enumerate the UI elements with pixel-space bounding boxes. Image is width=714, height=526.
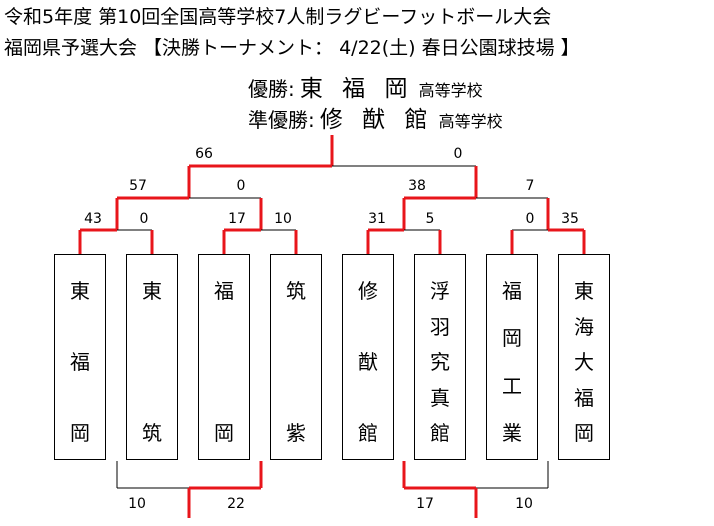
champion-suffix: 高等学校: [418, 81, 483, 100]
team-box: 浮羽究真館: [414, 254, 466, 460]
team-name-char: 館: [358, 421, 378, 445]
runner-up-suffix: 高等学校: [438, 112, 503, 131]
team-name-char: 筑: [286, 279, 306, 303]
team-box: 東福岡: [54, 254, 106, 460]
score-playoff-right-left: 17: [416, 496, 434, 512]
score-final-left: 66: [195, 146, 213, 162]
score-final-right: 0: [454, 146, 463, 162]
team-box: 筑紫: [270, 254, 322, 460]
score-qf2-left: 17: [228, 211, 246, 227]
team-name-char: 海: [574, 314, 594, 339]
team-name-char: 猷: [358, 350, 378, 374]
team-name-char: 究: [430, 350, 450, 374]
team-name-char: 羽: [430, 314, 450, 339]
score-qf3-left: 31: [368, 211, 386, 227]
score-qf1-right: 0: [140, 211, 149, 227]
team-name-char: 岡: [502, 326, 522, 351]
quarter-final-3: 31 5: [366, 211, 442, 254]
team-name-char: 岡: [70, 421, 90, 445]
score-qf4-right: 35: [561, 211, 579, 227]
quarter-final-1: 43 0: [78, 211, 154, 254]
team-name-char: 真: [430, 385, 450, 410]
team-name-char: 福: [214, 279, 234, 303]
team-box: 修猷館: [342, 254, 394, 460]
title-line-1: 令和5年度 第10回全国高等学校7人制ラグビーフットボール大会: [4, 6, 552, 28]
runner-up-line: 準優勝: 修 猷 館 高等学校: [248, 100, 503, 134]
team-name-char: 工: [502, 373, 522, 398]
score-playoff-left-left: 10: [128, 496, 146, 512]
score-playoff-left-right: 22: [227, 496, 245, 512]
team-name-char: 業: [502, 421, 522, 445]
team-name-char: 福: [70, 350, 90, 374]
score-semi-left-right: 0: [237, 178, 246, 194]
score-qf2-right: 10: [274, 211, 292, 227]
score-semi-left-left: 57: [129, 178, 147, 194]
title-line-2: 福岡県予選大会 【決勝トーナメント： 4/22(土) 春日公園球技場 】: [4, 37, 580, 59]
team-name-char: 修: [358, 279, 378, 303]
team-name-char: 東: [574, 279, 594, 303]
quarter-final-4: 0 35: [510, 211, 586, 254]
score-playoff-right-right: 10: [515, 496, 533, 512]
team-name-char: 岡: [574, 421, 594, 445]
champion-line: 優勝: 東 福 岡 高等学校: [248, 69, 483, 103]
semi-final-left: 57 0: [115, 178, 263, 230]
quarter-final-2: 17 10: [222, 211, 298, 254]
team-name-char: 岡: [214, 421, 234, 445]
semi-final-right: 38 7: [402, 178, 550, 230]
team-name-char: 紫: [286, 421, 306, 445]
champion-label: 優勝:: [248, 77, 295, 101]
team-box: 東筑: [126, 254, 178, 460]
score-semi-right-right: 7: [526, 178, 535, 194]
runner-up-label: 準優勝:: [248, 108, 315, 132]
playoff-right: 17 10: [402, 461, 549, 518]
team-name-char: 福: [574, 385, 594, 410]
score-qf3-right: 5: [426, 211, 435, 227]
team-name-char: 浮: [430, 279, 450, 303]
team-name-char: 筑: [142, 421, 162, 445]
score-qf4-left: 0: [526, 211, 535, 227]
team-name-char: 福: [502, 279, 522, 303]
team-name-char: 館: [430, 421, 450, 445]
runner-up-school: 修 猷 館: [319, 107, 434, 133]
score-qf1-left: 43: [84, 211, 102, 227]
team-box: 東海大福岡: [558, 254, 610, 460]
team-name-char: 大: [574, 350, 594, 374]
team-name-char: 東: [142, 279, 162, 303]
team-box: 福岡工業: [486, 254, 538, 460]
team-name-char: 東: [70, 279, 90, 303]
final-match: 66 0: [187, 135, 478, 198]
team-box: 福岡: [198, 254, 250, 460]
champion-school: 東 福 岡: [299, 76, 414, 102]
score-semi-right-left: 38: [408, 178, 426, 194]
playoff-left: 10 22: [116, 461, 263, 518]
